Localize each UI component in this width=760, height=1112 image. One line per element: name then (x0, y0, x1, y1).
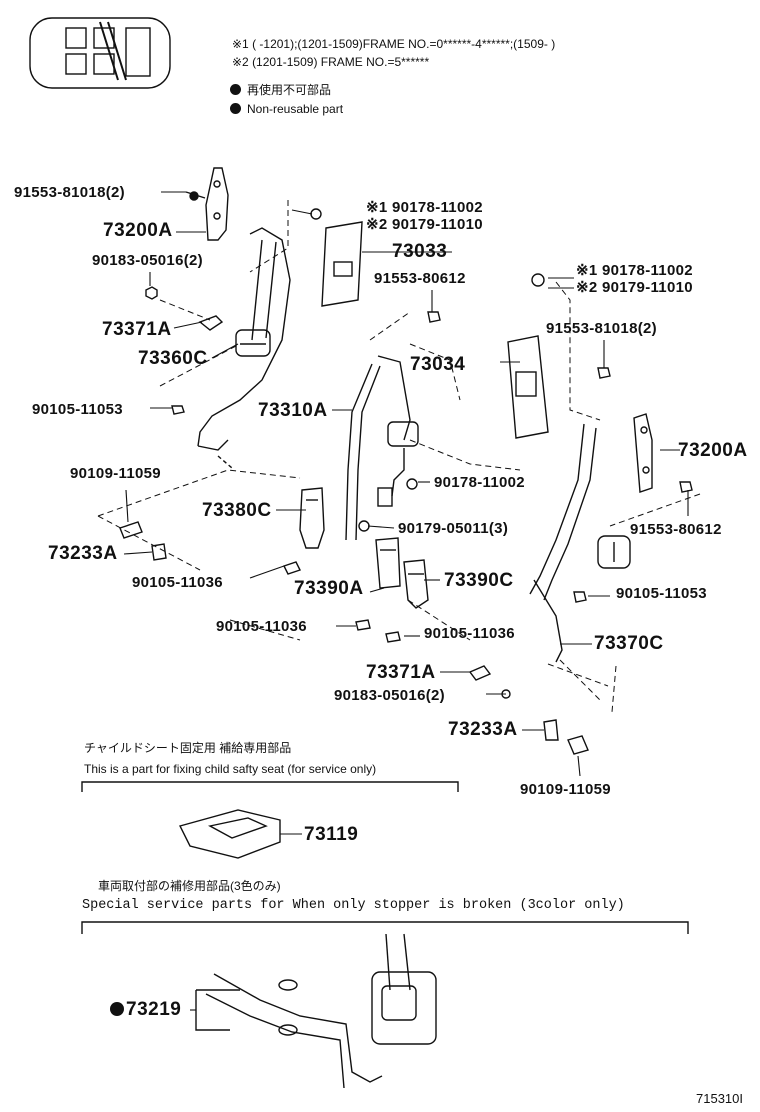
label-91553-80612-top[interactable]: 91553-80612 (374, 270, 466, 287)
child-seat-note-jp: チャイルドシート固定用 補給専用部品 (84, 741, 292, 755)
label-90179-05011[interactable]: 90179-05011(3) (398, 520, 509, 537)
label-90183-05016-left[interactable]: 90183-05016(2) (92, 252, 203, 269)
stopper-illustration (195, 933, 437, 1089)
child-seat-bracket (81, 781, 459, 792)
label-90183-05016-mid[interactable]: 90183-05016(2) (334, 687, 445, 704)
label-90109-11059-right[interactable]: 90109-11059 (520, 781, 611, 798)
label-73380C[interactable]: 73380C (202, 500, 272, 521)
label-73233A-right[interactable]: 73233A (448, 719, 518, 740)
dashed-reference-lines (97, 200, 701, 713)
label-73034[interactable]: 73034 (410, 354, 466, 375)
label-73200A-left[interactable]: 73200A (103, 220, 173, 241)
label-73033[interactable]: 73033 (392, 241, 448, 262)
legend-jp-text: 再使用不可部品 (247, 83, 332, 97)
garnish-73033 (321, 221, 363, 307)
label-90105-11053-right[interactable]: 90105-11053 (616, 585, 707, 602)
label-90179-11010-top[interactable]: ※2 90179-11010 (366, 216, 483, 233)
label-73219[interactable]: 73219 (110, 1000, 181, 1019)
non-reusable-bullet-icon (110, 1002, 124, 1016)
nut-90183-left (145, 286, 158, 300)
bolt-shapes (119, 208, 693, 755)
label-91553-80612-right[interactable]: 91553-80612 (630, 521, 722, 538)
stopper-bracket (81, 921, 689, 934)
legend-en-text: Non-reusable part (247, 102, 344, 116)
cap-73233A-left (151, 543, 167, 561)
label-90179-11010-right[interactable]: ※2 90179-11010 (576, 279, 693, 296)
label-90105-11036-c[interactable]: 90105-11036 (424, 625, 515, 642)
label-73371A-mid[interactable]: 73371A (366, 662, 436, 683)
seat-position-icon (29, 17, 171, 89)
left-upper-anchor (185, 167, 229, 241)
label-73371A-left[interactable]: 73371A (102, 319, 172, 340)
label-91553-81018-right[interactable]: 91553-81018(2) (546, 320, 657, 337)
left-retractor-belt (197, 227, 291, 469)
stopper-note-en: Special service parts for When only stop… (82, 898, 625, 913)
garnish-73034 (507, 335, 549, 439)
header-note-2: ※2 (1201-1509) FRAME NO.=5****** (232, 55, 430, 69)
legend-en: Non-reusable part (230, 103, 343, 115)
buckle-73380C (299, 487, 325, 549)
child-seat-part-73119 (178, 809, 281, 859)
child-seat-note-en: This is a part for fixing child safty se… (84, 762, 377, 776)
label-73360C[interactable]: 73360C (138, 348, 208, 369)
diagram-code: 715310I (696, 1091, 743, 1106)
label-73390C[interactable]: 73390C (444, 570, 514, 591)
header-note-1: ※1 ( -1201);(1201-1509)FRAME NO.=0******… (232, 37, 556, 51)
label-73200A-right[interactable]: 73200A (678, 440, 748, 461)
label-73310A[interactable]: 73310A (258, 400, 328, 421)
label-73219-text: 73219 (126, 999, 182, 1020)
non-reusable-bullet-icon (230, 84, 241, 95)
stopper-note-jp: 車両取付部の補修用部品(3色のみ) (98, 879, 281, 893)
left-clip-73371A (198, 315, 224, 331)
center-belt-73310A (345, 355, 419, 541)
label-90178-11002-right[interactable]: ※1 90178-11002 (576, 262, 693, 279)
label-90105-11036-a[interactable]: 90105-11036 (132, 574, 223, 591)
buckle-73390C (403, 559, 429, 609)
label-90105-11036-b[interactable]: 90105-11036 (216, 618, 307, 635)
non-reusable-bullet-icon (230, 103, 241, 114)
label-90178-11002-mid[interactable]: 90178-11002 (434, 474, 525, 491)
leader-lines (123, 191, 689, 1011)
label-73233A-left[interactable]: 73233A (48, 543, 118, 564)
label-90178-11002-top[interactable]: ※1 90178-11002 (366, 199, 483, 216)
label-73119[interactable]: 73119 (304, 824, 359, 845)
right-belt-73370C (529, 423, 631, 663)
cap-73233A-right (543, 719, 559, 741)
label-73370C[interactable]: 73370C (594, 633, 664, 654)
label-90105-11053-left[interactable]: 90105-11053 (32, 401, 123, 418)
label-91553-81018-left[interactable]: 91553-81018(2) (14, 184, 125, 201)
buckle-73390A (375, 537, 401, 589)
right-upper-anchor (633, 413, 653, 493)
legend-jp: 再使用不可部品 (230, 84, 331, 96)
label-73390A[interactable]: 73390A (294, 578, 364, 599)
label-90109-11059-left[interactable]: 90109-11059 (70, 465, 161, 482)
